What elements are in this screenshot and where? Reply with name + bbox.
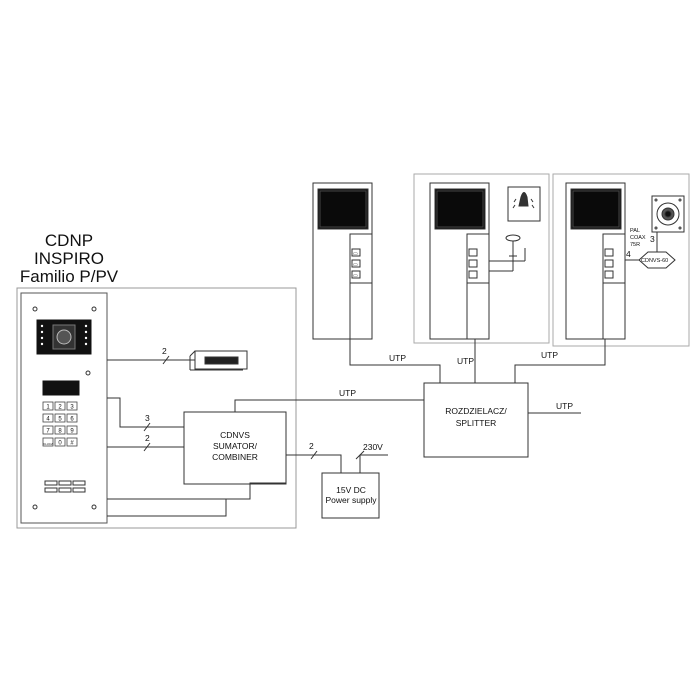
keypad-key — [66, 401, 78, 411]
wire-utp-main — [234, 399, 424, 412]
monitor-2 — [429, 182, 490, 340]
panel-speaker-grille — [58, 487, 72, 493]
bell-icon — [507, 186, 541, 222]
cdnvs-60-label: CDNVS-60 — [641, 258, 668, 264]
panel-speaker-grille — [44, 487, 58, 493]
panel-screw-icon — [32, 306, 38, 312]
combiner-label-line2: SUMATOR/ — [213, 441, 258, 451]
keypad-key — [66, 425, 78, 435]
wire-mains — [359, 454, 388, 473]
electric-lock-slot — [204, 356, 239, 365]
keypad-key-label: 2 — [58, 405, 62, 411]
panel-speaker-grille — [72, 480, 86, 486]
wire-label-psu: 2 — [309, 441, 314, 451]
camera-note-line3: 75R — [630, 242, 640, 248]
keypad-key-label: 0 — [58, 441, 62, 447]
keypad-key-special-label: KLUCZ — [43, 442, 53, 446]
wire-label-combiner-a: 3 — [145, 413, 150, 423]
wire-label-cam: 4 — [626, 249, 631, 259]
monitor-3 — [565, 182, 626, 340]
panel-led-icon — [84, 336, 88, 340]
camera-note-line2: COAX — [630, 235, 646, 241]
splitter-label-line1: ROZDZIELACZ/ — [445, 406, 507, 416]
panel-led-icon — [40, 324, 44, 328]
panel-led-icon — [84, 330, 88, 334]
wire-panel-coax — [107, 482, 286, 500]
wire-label-utp-monitor-1: UTP — [389, 353, 406, 363]
panel-keypad: 1 2 3 4 5 6 7 8 9 0 # KLUCZ — [42, 401, 78, 447]
wire-label-combiner-b: 2 — [145, 433, 150, 443]
keypad-key-label: 4 — [46, 417, 50, 423]
keypad-key — [42, 413, 54, 423]
wire-combiner-to-psu — [286, 454, 342, 473]
keypad-key — [42, 425, 54, 435]
monitor-3-frame — [552, 173, 690, 347]
door-panel — [20, 292, 108, 524]
analog-camera-icon — [651, 195, 685, 233]
monitor-2-frame — [413, 173, 550, 344]
wire-label-lock: 2 — [162, 346, 167, 356]
splitter-label-line2: SPLITTER — [456, 418, 497, 428]
combiner-label-line3: COMBINER — [212, 452, 258, 462]
psu-label-line1: 15V DC — [336, 485, 366, 495]
wire-utp-monitor-3 — [514, 339, 606, 383]
panel-led-icon — [84, 342, 88, 346]
splitter-box — [423, 382, 529, 458]
product-title-line2: INSPIRO — [34, 249, 104, 268]
panel-speaker-grille — [58, 480, 72, 486]
keypad-key-label: 7 — [46, 429, 50, 435]
keypad-key — [54, 401, 66, 411]
power-supply-box — [321, 472, 380, 519]
keypad-key — [42, 437, 54, 447]
panel-led-icon — [40, 336, 44, 340]
monitor-button-glyph: ▭ — [353, 251, 358, 257]
panel-led-icon — [84, 324, 88, 328]
panel-led-icon — [40, 330, 44, 334]
door-panel-frame — [16, 287, 297, 529]
wire-label-utp-monitor-2: UTP — [457, 356, 474, 366]
keypad-key — [54, 413, 66, 423]
keypad-key — [66, 413, 78, 423]
wire-label-cam-b: 3 — [650, 234, 655, 244]
panel-camera-lens-icon — [56, 329, 72, 345]
wire-label-mains: 230V — [363, 442, 383, 452]
keypad-key — [66, 437, 78, 447]
keypad-key — [42, 401, 54, 411]
combiner-label-line1: CDNVS — [220, 430, 250, 440]
keypad-key-label: 5 — [58, 417, 62, 423]
panel-screw-icon — [32, 504, 38, 510]
monitor-1 — [312, 182, 373, 340]
panel-screw-icon — [91, 306, 97, 312]
keypad-key-label: 8 — [58, 429, 62, 435]
monitor-button-glyph: ▭ — [353, 262, 358, 268]
product-title-line1: CDNP — [44, 231, 94, 250]
psu-label-line2: Power supply — [325, 495, 377, 505]
panel-lcd-display — [42, 380, 80, 396]
camera-note-line1: PAL — [630, 228, 640, 234]
panel-indicator-icon — [85, 370, 91, 376]
wire-label-utp-main: UTP — [339, 388, 356, 398]
product-title-line3: Familio P/PV — [19, 267, 119, 286]
monitor-button-glyph: ▭ — [353, 273, 358, 279]
keypad-key-label: 6 — [70, 417, 74, 423]
wire-panel-to-combiner-a — [107, 397, 184, 428]
keypad-key — [54, 437, 66, 447]
wire-utp-monitor-1 — [349, 339, 441, 383]
keypad-key — [54, 425, 66, 435]
keypad-key-label: 3 — [70, 405, 74, 411]
keypad-key-label: 1 — [46, 405, 50, 411]
panel-speaker-grille — [72, 487, 86, 493]
wire-panel-coax-return — [107, 499, 227, 517]
panel-led-icon — [40, 342, 44, 346]
wire-label-utp-out: UTP — [556, 401, 573, 411]
doorbell-button-icon — [489, 234, 526, 272]
cdnvs-60-module — [638, 251, 676, 269]
panel-screw-icon — [91, 504, 97, 510]
panel-speaker-grille — [44, 480, 58, 486]
wire-label-utp-monitor-3: UTP — [541, 350, 558, 360]
keypad-key-label: 9 — [70, 429, 74, 435]
keypad-key-label: # — [70, 441, 74, 447]
